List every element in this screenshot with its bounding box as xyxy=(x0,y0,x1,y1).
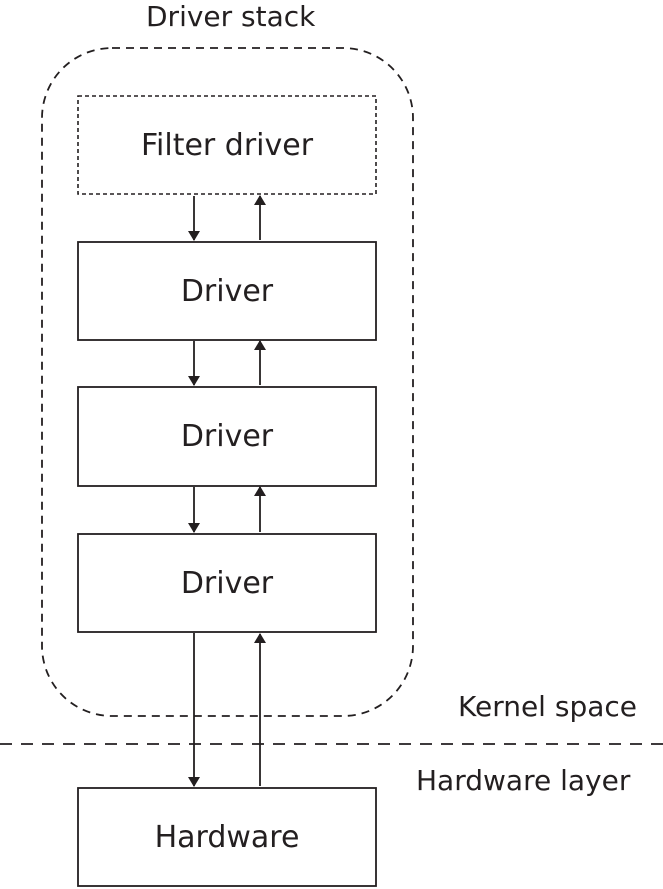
kernel-space-label: Kernel space xyxy=(458,690,638,723)
driver-1-label: Driver xyxy=(180,273,274,309)
driver-box-2 xyxy=(77,386,377,487)
filter-driver-label: Filter driver xyxy=(140,127,314,163)
hardware-layer-label: Hardware layer xyxy=(416,764,631,797)
driver-box-3 xyxy=(77,533,377,633)
driver-stack-title: Driver stack xyxy=(146,0,316,33)
driver-2-label: Driver xyxy=(180,419,274,454)
hardware-label: Hardware xyxy=(154,819,300,855)
hardware-box xyxy=(77,787,377,887)
driver-3-label: Driver xyxy=(180,565,274,601)
filter-driver-box xyxy=(77,95,377,195)
driver-stack-container xyxy=(41,47,414,717)
driver-box-1 xyxy=(77,241,377,341)
